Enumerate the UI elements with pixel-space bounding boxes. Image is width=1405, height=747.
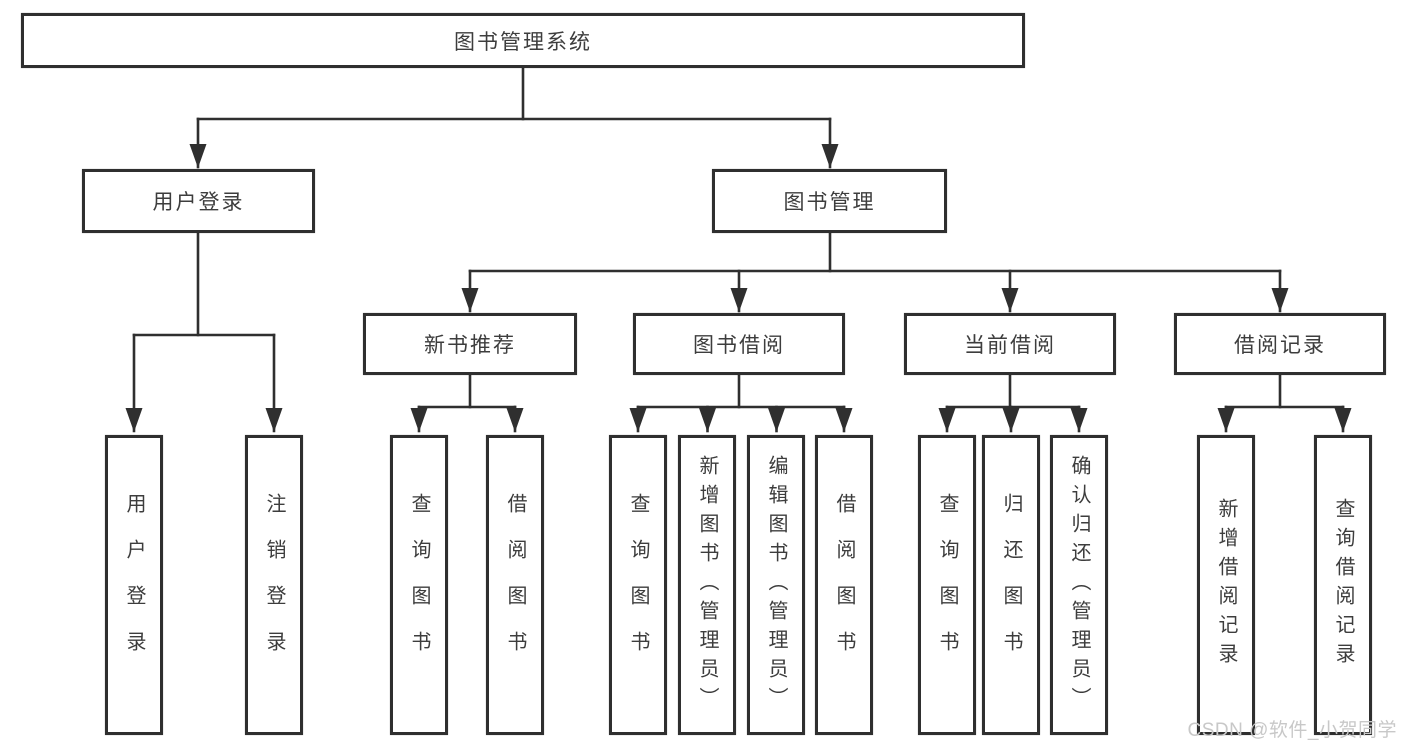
node-book-management: 图书管理 [712,169,947,233]
node-leaf-search-books-3: 查询图书 [918,435,976,735]
node-root-system: 图书管理系统 [21,13,1025,68]
node-label: 查询图书 [936,493,958,677]
node-leaf-return-book: 归还图书 [982,435,1040,735]
node-leaf-borrow-books-2: 借阅图书 [815,435,873,735]
node-label: 图书管理系统 [454,30,592,54]
node-label: 注销登录 [263,493,285,677]
node-book-borrow: 图书借阅 [633,313,845,375]
node-leaf-confirm-return-admin: 确认归还（管理员） [1050,435,1108,735]
node-label: 借阅图书 [833,493,855,677]
node-leaf-add-book-admin: 新增图书（管理员） [678,435,736,735]
node-label: 借阅图书 [504,493,526,677]
node-user-login: 用户登录 [82,169,315,233]
node-label: 用户登录 [152,191,245,214]
node-label: 查询图书 [408,493,430,677]
node-borrow-records: 借阅记录 [1174,313,1386,375]
node-leaf-search-books-1: 查询图书 [390,435,448,735]
node-new-book-recommend: 新书推荐 [363,313,577,375]
csdn-watermark: CSDN @软件_小贺同学 [1187,720,1397,741]
node-label: 当前借阅 [964,334,1056,357]
node-label: 归还图书 [1000,493,1022,677]
node-leaf-edit-book-admin: 编辑图书（管理员） [747,435,805,735]
node-leaf-logout: 注销登录 [245,435,303,735]
node-leaf-search-books-2: 查询图书 [609,435,667,735]
node-leaf-borrow-books-1: 借阅图书 [486,435,544,735]
node-label: 借阅记录 [1234,334,1326,357]
node-leaf-add-borrow-record: 新增借阅记录 [1197,435,1255,735]
node-leaf-search-borrow-record: 查询借阅记录 [1314,435,1372,735]
node-label: 编辑图书（管理员） [765,454,787,716]
node-label: 用户登录 [123,493,145,677]
connector-group [125,66,1352,433]
node-label: 图书借阅 [693,334,785,357]
node-label: 新书推荐 [424,334,516,357]
node-label: 查询借阅记录 [1332,498,1354,672]
node-label: 图书管理 [783,191,876,214]
node-leaf-user-login: 用户登录 [105,435,163,735]
node-label: 新增借阅记录 [1215,498,1237,672]
node-label: 新增图书（管理员） [696,454,718,716]
node-current-borrow: 当前借阅 [904,313,1116,375]
node-label: 查询图书 [627,493,649,677]
node-label: 确认归还（管理员） [1068,454,1090,716]
